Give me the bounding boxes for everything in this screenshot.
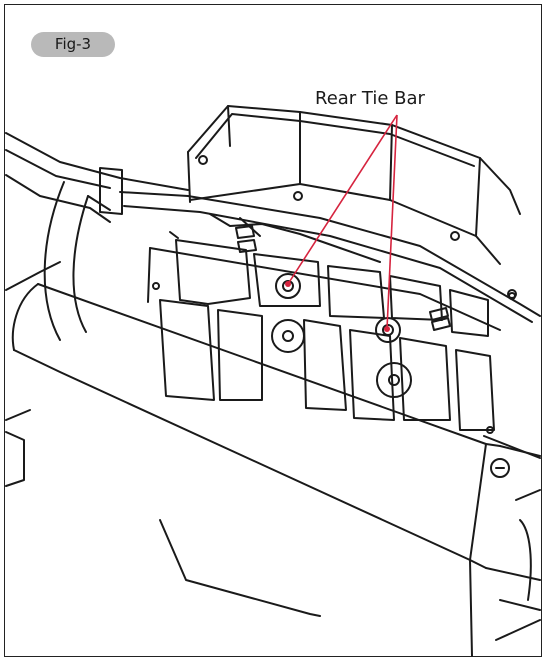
target-marker-right	[384, 326, 390, 332]
rear-cover	[187, 105, 521, 299]
left-hub	[43, 181, 111, 341]
leader-line-left	[287, 114, 398, 285]
leader-line-right	[386, 114, 398, 330]
right-side-block	[469, 435, 541, 657]
target-marker-left	[285, 281, 291, 287]
rear-tie-bar-label: Rear Tie Bar	[315, 88, 425, 109]
front-roller	[11, 283, 501, 617]
left-side-arm	[5, 132, 189, 487]
main-plate	[119, 191, 541, 434]
figure-label-badge: Fig-3	[31, 32, 115, 57]
